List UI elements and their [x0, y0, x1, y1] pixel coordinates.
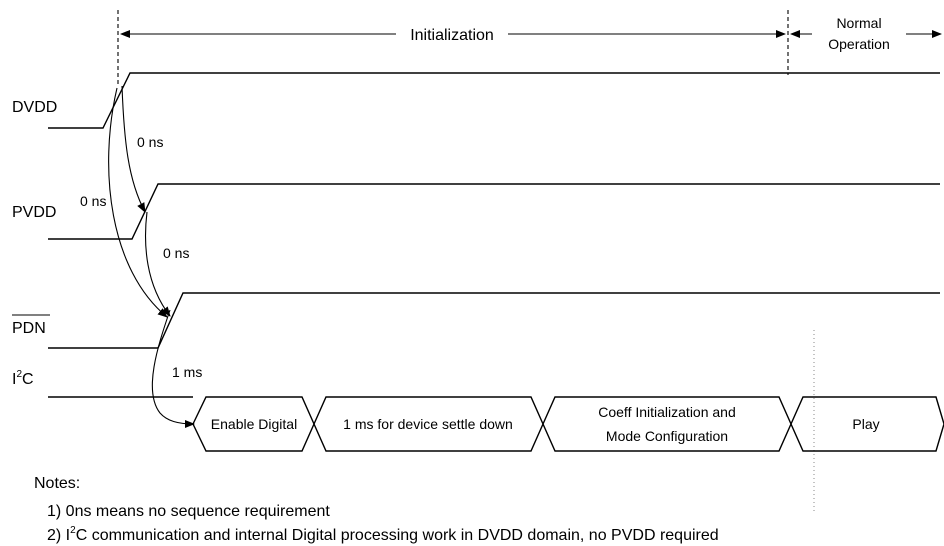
normal-operation-label-line1: Normal	[836, 15, 881, 31]
pdn-i2c-delay-label: 1 ms	[172, 364, 202, 380]
pvdd-label: PVDD	[12, 204, 56, 221]
dvdd-pvdd-delay-label: 0 ns	[137, 134, 163, 150]
notes-title: Notes:	[34, 475, 80, 492]
enable-digital-label: Enable Digital	[211, 416, 297, 432]
pdn-waveform	[48, 292, 940, 349]
dvdd-pdn-delay-label: 0 ns	[80, 193, 106, 209]
pdn-to-i2c-arrow	[151, 309, 195, 428]
pvdd-pdn-delay-label: 0 ns	[163, 245, 189, 261]
normal-operation-label-line2: Operation	[828, 36, 889, 52]
dvdd-to-pdn-arrow	[108, 87, 168, 318]
coeff-label-line1: Coeff Initialization and	[598, 404, 736, 420]
settle-label: 1 ms for device settle down	[343, 416, 513, 432]
dvdd-waveform	[48, 72, 940, 129]
i2c-label: I2C	[12, 369, 34, 388]
dvdd-label: DVDD	[12, 99, 57, 116]
coeff-label-line2: Mode Configuration	[606, 428, 728, 444]
note-1: 1) 0ns means no sequence requirement	[47, 503, 330, 520]
play-label: Play	[852, 416, 879, 432]
pvdd-to-pdn-arrow	[145, 211, 171, 317]
i2c-bus-waveform	[48, 396, 944, 452]
initialization-label: Initialization	[410, 27, 494, 44]
dvdd-to-pvdd-arrow	[121, 85, 146, 213]
note-2: 2) I2C communication and internal Digita…	[47, 525, 719, 544]
pdn-label: PDN	[12, 320, 46, 337]
bus-segment-play	[790, 396, 944, 452]
pvdd-waveform	[48, 183, 940, 240]
